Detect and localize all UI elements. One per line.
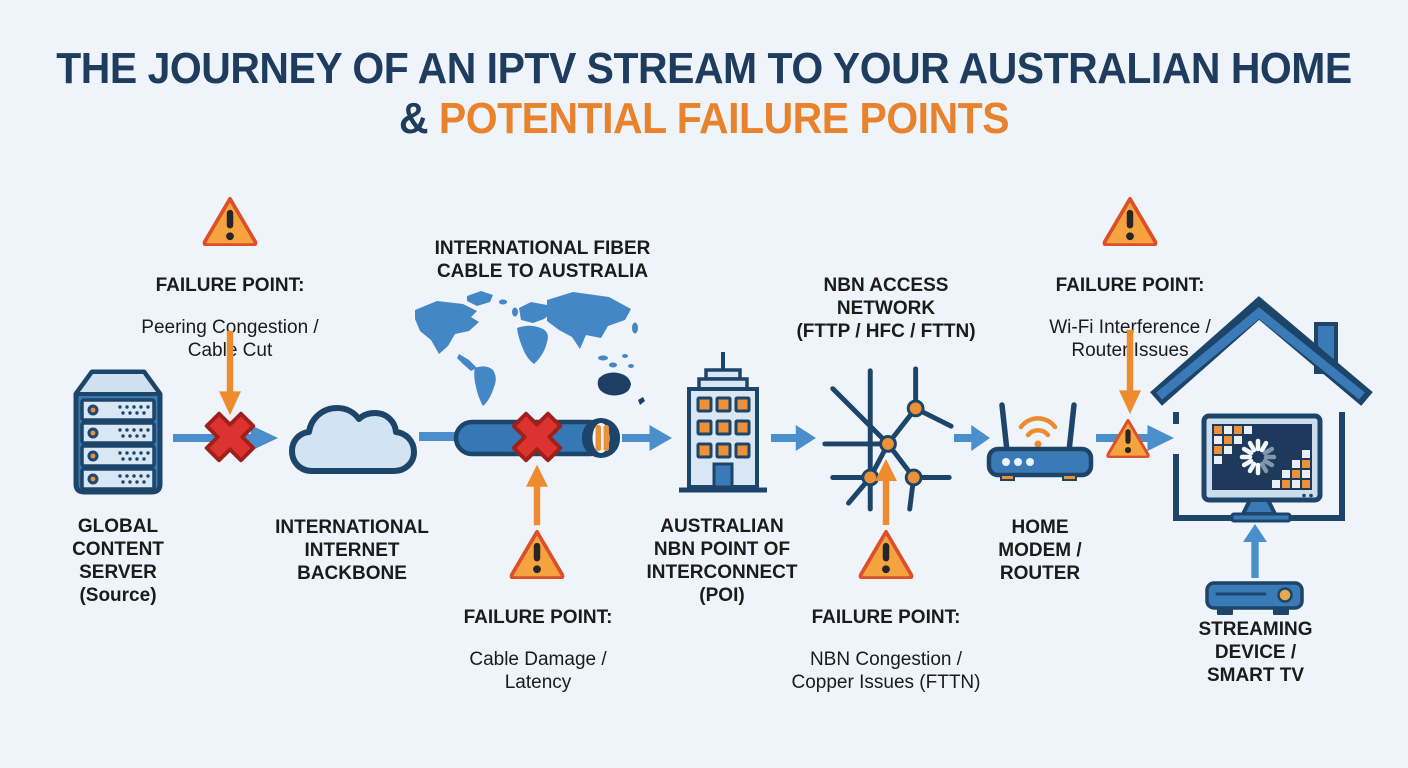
flow-arrow-icon xyxy=(771,425,816,451)
flow-arrow-icon xyxy=(954,425,990,451)
orange-arrow-down-icon xyxy=(1119,329,1141,415)
building-icon xyxy=(679,352,767,493)
red-x-icon xyxy=(511,411,563,463)
router-icon xyxy=(986,402,1094,481)
cloud-icon xyxy=(289,405,417,474)
failure-point-heading: FAILURE POINT: xyxy=(463,607,613,628)
failure-point-heading: FAILURE POINT: xyxy=(1055,275,1205,296)
failure-point-detail: Cable Damage / Latency xyxy=(469,649,607,693)
network-nodes-icon xyxy=(822,366,954,512)
warning-triangle-icon xyxy=(858,529,914,579)
loading-spinner-icon xyxy=(1239,438,1277,476)
page-title-line1: THE JOURNEY OF AN IPTV STREAM TO YOUR AU… xyxy=(56,44,1352,93)
red-x-icon xyxy=(204,411,256,463)
title-highlight: POTENTIAL FAILURE POINTS xyxy=(438,94,1010,143)
streaming-box-icon xyxy=(1205,581,1304,615)
orange-arrow-down-icon xyxy=(219,330,241,416)
failure-point-heading: FAILURE POINT: xyxy=(811,607,961,628)
backbone-label: INTERNATIONAL INTERNET BACKBONE xyxy=(275,517,429,584)
flow-arrow-icon xyxy=(622,425,672,451)
page-title-line2: & POTENTIAL FAILURE POINTS xyxy=(49,94,1358,144)
world-map-icon xyxy=(415,291,645,406)
house-tv-icon xyxy=(1150,296,1373,523)
orange-arrow-up-icon xyxy=(875,459,897,525)
failure-point-peering: FAILURE POINT: Peering Congestion / Cabl… xyxy=(118,256,342,380)
warning-triangle-small-icon xyxy=(1106,418,1150,458)
nbn-caption: NBN ACCESS NETWORK (FTTP / HFC / FTTN) xyxy=(796,275,976,342)
failure-point-detail: NBN Congestion / Copper Issues (FTTN) xyxy=(791,649,981,693)
flow-connector xyxy=(419,432,459,441)
warning-triangle-icon xyxy=(509,529,565,579)
failure-point-congestion: FAILURE POINT: NBN Congestion / Copper I… xyxy=(766,588,1006,712)
router-label: HOME MODEM / ROUTER xyxy=(998,517,1082,584)
server-label: GLOBAL CONTENT SERVER (Source) xyxy=(72,516,164,606)
streaming-label: STREAMING DEVICE / SMART TV xyxy=(1198,619,1313,686)
server-icon xyxy=(73,369,163,495)
orange-arrow-up-icon xyxy=(526,464,548,526)
failure-point-heading: FAILURE POINT: xyxy=(155,275,305,296)
fiber-caption: INTERNATIONAL FIBER CABLE TO AUSTRALIA xyxy=(434,238,651,282)
warning-triangle-icon xyxy=(202,196,258,246)
flow-arrow-up-icon xyxy=(1243,524,1267,578)
failure-point-detail: Wi-Fi Interference / Router Issues xyxy=(1049,317,1211,361)
warning-triangle-icon xyxy=(1102,196,1158,246)
title-ampersand: & xyxy=(398,94,439,143)
poi-label: AUSTRALIAN NBN POINT OF INTERCONNECT (PO… xyxy=(646,516,798,606)
failure-point-detail: Peering Congestion / Cable Cut xyxy=(141,317,319,361)
failure-point-cable: FAILURE POINT: Cable Damage / Latency xyxy=(428,588,648,712)
failure-point-wifi: FAILURE POINT: Wi-Fi Interference / Rout… xyxy=(1018,256,1242,380)
